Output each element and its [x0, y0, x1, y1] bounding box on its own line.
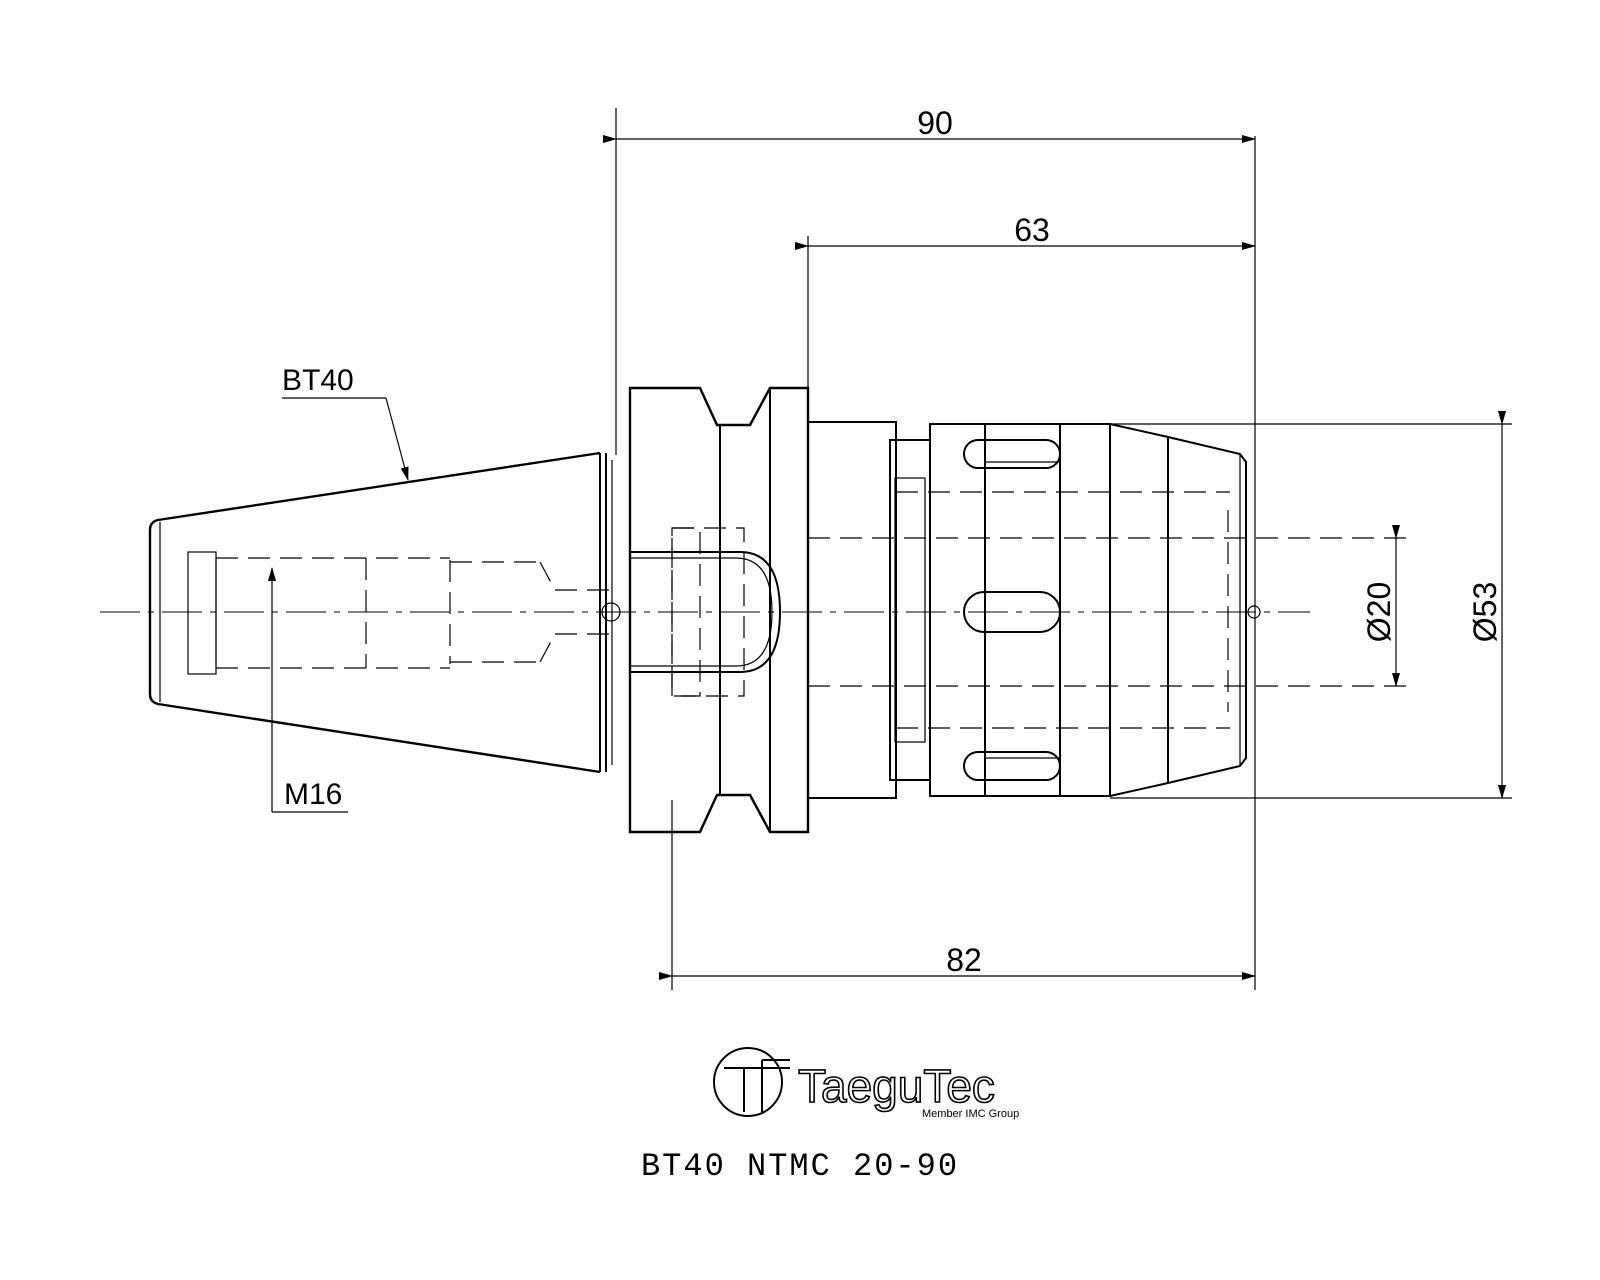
label-m16-leader: [268, 567, 348, 813]
taper-shank: [148, 451, 613, 774]
taegutec-logo: TaeguTec Member IMC Group: [713, 1047, 1019, 1120]
label-bt40: BT40: [282, 364, 354, 397]
dimension-d53: Ø53: [1467, 582, 1503, 642]
hidden-bore: [216, 557, 621, 669]
part-code: BT40 NTMC 20-90: [640, 1148, 960, 1185]
flange: [628, 386, 810, 834]
logo-brand: TaeguTec: [798, 1060, 995, 1112]
label-m16: M16: [284, 778, 342, 811]
dimension-90: 90: [917, 105, 953, 141]
dimension-d20: Ø20: [1361, 582, 1397, 642]
dimension-82: 82: [946, 942, 982, 978]
extension-lines: [615, 108, 1512, 990]
label-bt40-leader: [282, 397, 409, 481]
chuck-body: [807, 421, 1410, 799]
dimension-63: 63: [1014, 212, 1050, 248]
logo-tagline: Member IMC Group: [922, 1108, 1019, 1120]
